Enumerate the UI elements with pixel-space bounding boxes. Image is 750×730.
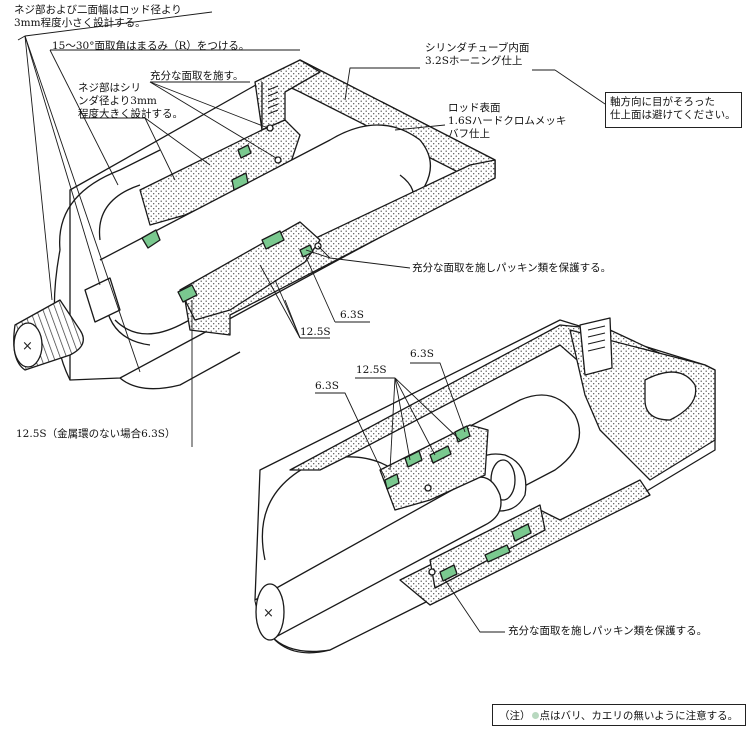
note-box-line1: 軸方向に目がそろった <box>610 96 715 108</box>
label-thread-flats-line1: ネジ部および二面幅はロッド径より <box>14 4 182 16</box>
label-rod-surface-line1: ロッド表面 <box>448 102 501 114</box>
seal-3 <box>141 229 161 249</box>
green-dot-icon <box>531 712 539 719</box>
footnote-prefix: （注） <box>499 710 531 722</box>
lower-rod-cover <box>379 424 489 511</box>
label-rod-surface-line2: 1.6Sハードクロムメッキ <box>448 115 567 127</box>
note-box-line2: 仕上面は避けてください。 <box>610 109 736 121</box>
seal-13 <box>511 523 532 542</box>
label-sufficient-chamfer: 充分な面取を施す。 <box>150 70 244 82</box>
label-chamfer-packing-1: 充分な面取を施しパッキン類を保護する。 <box>412 262 612 274</box>
seal-7 <box>384 473 400 490</box>
label-6-3s-c: 6.3S <box>315 380 339 392</box>
label-thread-cyl-line2: ンダ径より3mm <box>78 95 157 107</box>
label-chamfer-packing-2: 充分な面取を施しパッキン類を保護する。 <box>508 625 708 637</box>
label-thread-flats: ネジ部および二面幅はロッド径より 3mm程度小さく設計する。 <box>14 4 182 30</box>
upper-rod-cover <box>179 221 321 321</box>
seal-11 <box>484 544 511 563</box>
seal-2 <box>231 172 249 191</box>
lower-gland <box>429 504 546 589</box>
label-12-5s-metal-ring: 12.5S（金属環のない場合6.3S） <box>16 428 176 440</box>
label-6-3s-a: 6.3S <box>340 309 364 321</box>
label-6-3s-b: 6.3S <box>410 348 434 360</box>
seal-6 <box>177 284 198 303</box>
seal-9 <box>429 445 452 464</box>
label-chamfer-15-30: 15～30°面取角はまるみ（R）をつける。 <box>52 40 250 52</box>
label-tube-inner-line2: 3.2Sホーニング仕上 <box>425 55 523 67</box>
label-rod-surface-line3: バフ仕上 <box>448 128 490 140</box>
upper-cylinder-assembly: × <box>13 59 496 390</box>
label-thread-cyl-line3: 程度大きく設計する。 <box>78 108 183 120</box>
label-tube-inner-line1: シリンダチューブ内面 <box>425 42 530 54</box>
lower-cylinder-assembly: × <box>254 317 716 654</box>
label-12-5s-b: 12.5S <box>356 364 387 376</box>
upper-rod <box>99 124 432 335</box>
leader-lines <box>17 11 606 633</box>
note-box: 軸方向に目がそろった 仕上面は避けてください。 <box>605 92 742 128</box>
footnote: （注） 点はバリ、カエリの無いように注意する。 <box>492 704 746 726</box>
label-12-5s-a: 12.5S <box>300 326 331 338</box>
upper-port-thread <box>267 85 279 115</box>
seal-4 <box>261 230 285 250</box>
svg-text:×: × <box>22 339 33 354</box>
label-rod-surface: ロッド表面 1.6Sハードクロムメッキ バフ仕上 <box>448 102 566 141</box>
label-thread-cylinder: ネジ部はシリ ンダ径より3mm 程度大きく設計する。 <box>78 82 183 121</box>
seal-1 <box>237 144 252 159</box>
seal-10 <box>454 425 471 443</box>
footnote-text: 点はバリ、カエリの無いように注意する。 <box>539 710 739 722</box>
label-thread-flats-line2: 3mm程度小さく設計する。 <box>14 17 146 29</box>
svg-text:×: × <box>263 606 274 621</box>
seal-12 <box>439 564 458 582</box>
label-thread-cyl-line1: ネジ部はシリ <box>78 82 141 94</box>
label-tube-inner: シリンダチューブ内面 3.2Sホーニング仕上 <box>425 42 529 68</box>
upper-tube-wall-bottom <box>184 159 496 336</box>
seal-8 <box>404 450 423 468</box>
